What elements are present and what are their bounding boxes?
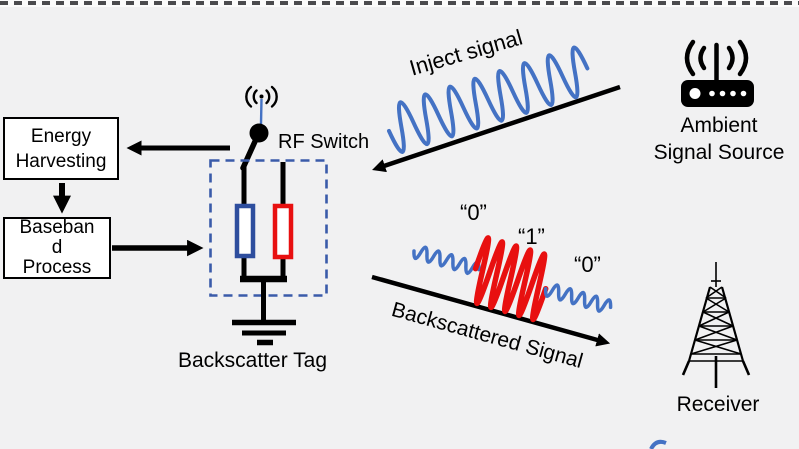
bit-label-zero-right: “0” bbox=[574, 252, 601, 277]
energy-harvesting-line2: Harvesting bbox=[15, 150, 107, 172]
receiver-label: Receiver bbox=[676, 393, 760, 416]
backscattered-wave bbox=[412, 235, 613, 323]
bit-label-zero-left: “0” bbox=[460, 200, 487, 225]
rf-switch-arm bbox=[240, 134, 260, 171]
wave-bit0-right bbox=[543, 283, 613, 313]
baseband-line3: Process bbox=[22, 257, 92, 278]
ambient-source-line1: Ambient bbox=[680, 114, 758, 137]
tag-dashed-outline bbox=[209, 159, 328, 297]
inject-signal-arrow bbox=[372, 84, 621, 173]
radio-tower-icon bbox=[681, 262, 751, 388]
slide-top-edge bbox=[0, 0, 799, 7]
energy-harvesting-line1: Energy bbox=[30, 125, 92, 147]
wifi-router-icon bbox=[681, 39, 754, 107]
resistor-blue bbox=[234, 203, 256, 259]
rf-switch-label: RF Switch bbox=[278, 131, 370, 153]
dashed-border bbox=[0, 1, 799, 5]
cutoff-wave-fragment bbox=[649, 439, 667, 449]
bit-label-one: “1” bbox=[518, 224, 545, 249]
wave-bit1 bbox=[472, 235, 549, 323]
ambient-source-label: Ambient Signal Source bbox=[640, 112, 798, 166]
antenna-icon bbox=[245, 85, 278, 125]
ground-icon bbox=[232, 319, 296, 346]
rf-switch-pivot bbox=[249, 123, 269, 143]
resistor-red bbox=[272, 203, 294, 260]
baseband-line1: Baseban bbox=[19, 217, 95, 238]
backscatter-tag-label: Backscatter Tag bbox=[178, 349, 328, 372]
wave-bit0-left bbox=[412, 245, 481, 276]
backscatter-tag-circuit bbox=[209, 85, 328, 346]
inject-signal-wave bbox=[387, 45, 590, 154]
ambient-source-line2: Signal Source bbox=[653, 141, 785, 164]
baseband-process-box: Baseban d Process bbox=[3, 217, 111, 279]
backscattered-signal-arrow bbox=[371, 274, 611, 347]
energy-harvesting-box: Energy Harvesting bbox=[3, 117, 119, 180]
baseband-line2: d bbox=[51, 237, 63, 258]
